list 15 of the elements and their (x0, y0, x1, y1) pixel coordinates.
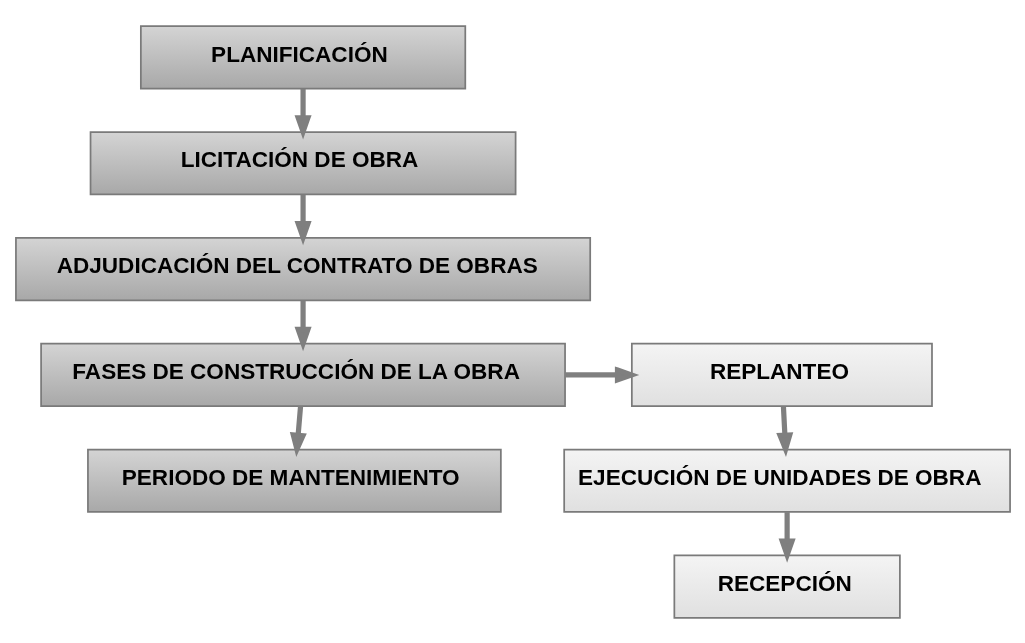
node-box: ADJUDICACIÓN DEL CONTRATO DE OBRAS (14, 236, 591, 301)
arrow (775, 405, 793, 457)
node-box: RECEPCIÓN (673, 554, 901, 619)
node-box: LICITACIÓN DE OBRA (89, 130, 516, 195)
node-box: PLANIFICACIÓN (139, 24, 466, 89)
arrow (294, 194, 312, 245)
arrow (778, 511, 796, 563)
node-box: FASES DE CONSTRUCCIÓN DE LA OBRA (39, 342, 566, 407)
arrow (294, 299, 312, 351)
node-box: PERIODO DE MANTENIMIENTO (86, 448, 502, 513)
node-box: REPLANTEO (630, 342, 933, 407)
node-box: EJECUCIÓN DE UNIDADES DE OBRA (562, 448, 1011, 513)
arrow (294, 88, 312, 139)
arrow (564, 365, 639, 383)
arrow (289, 405, 307, 457)
